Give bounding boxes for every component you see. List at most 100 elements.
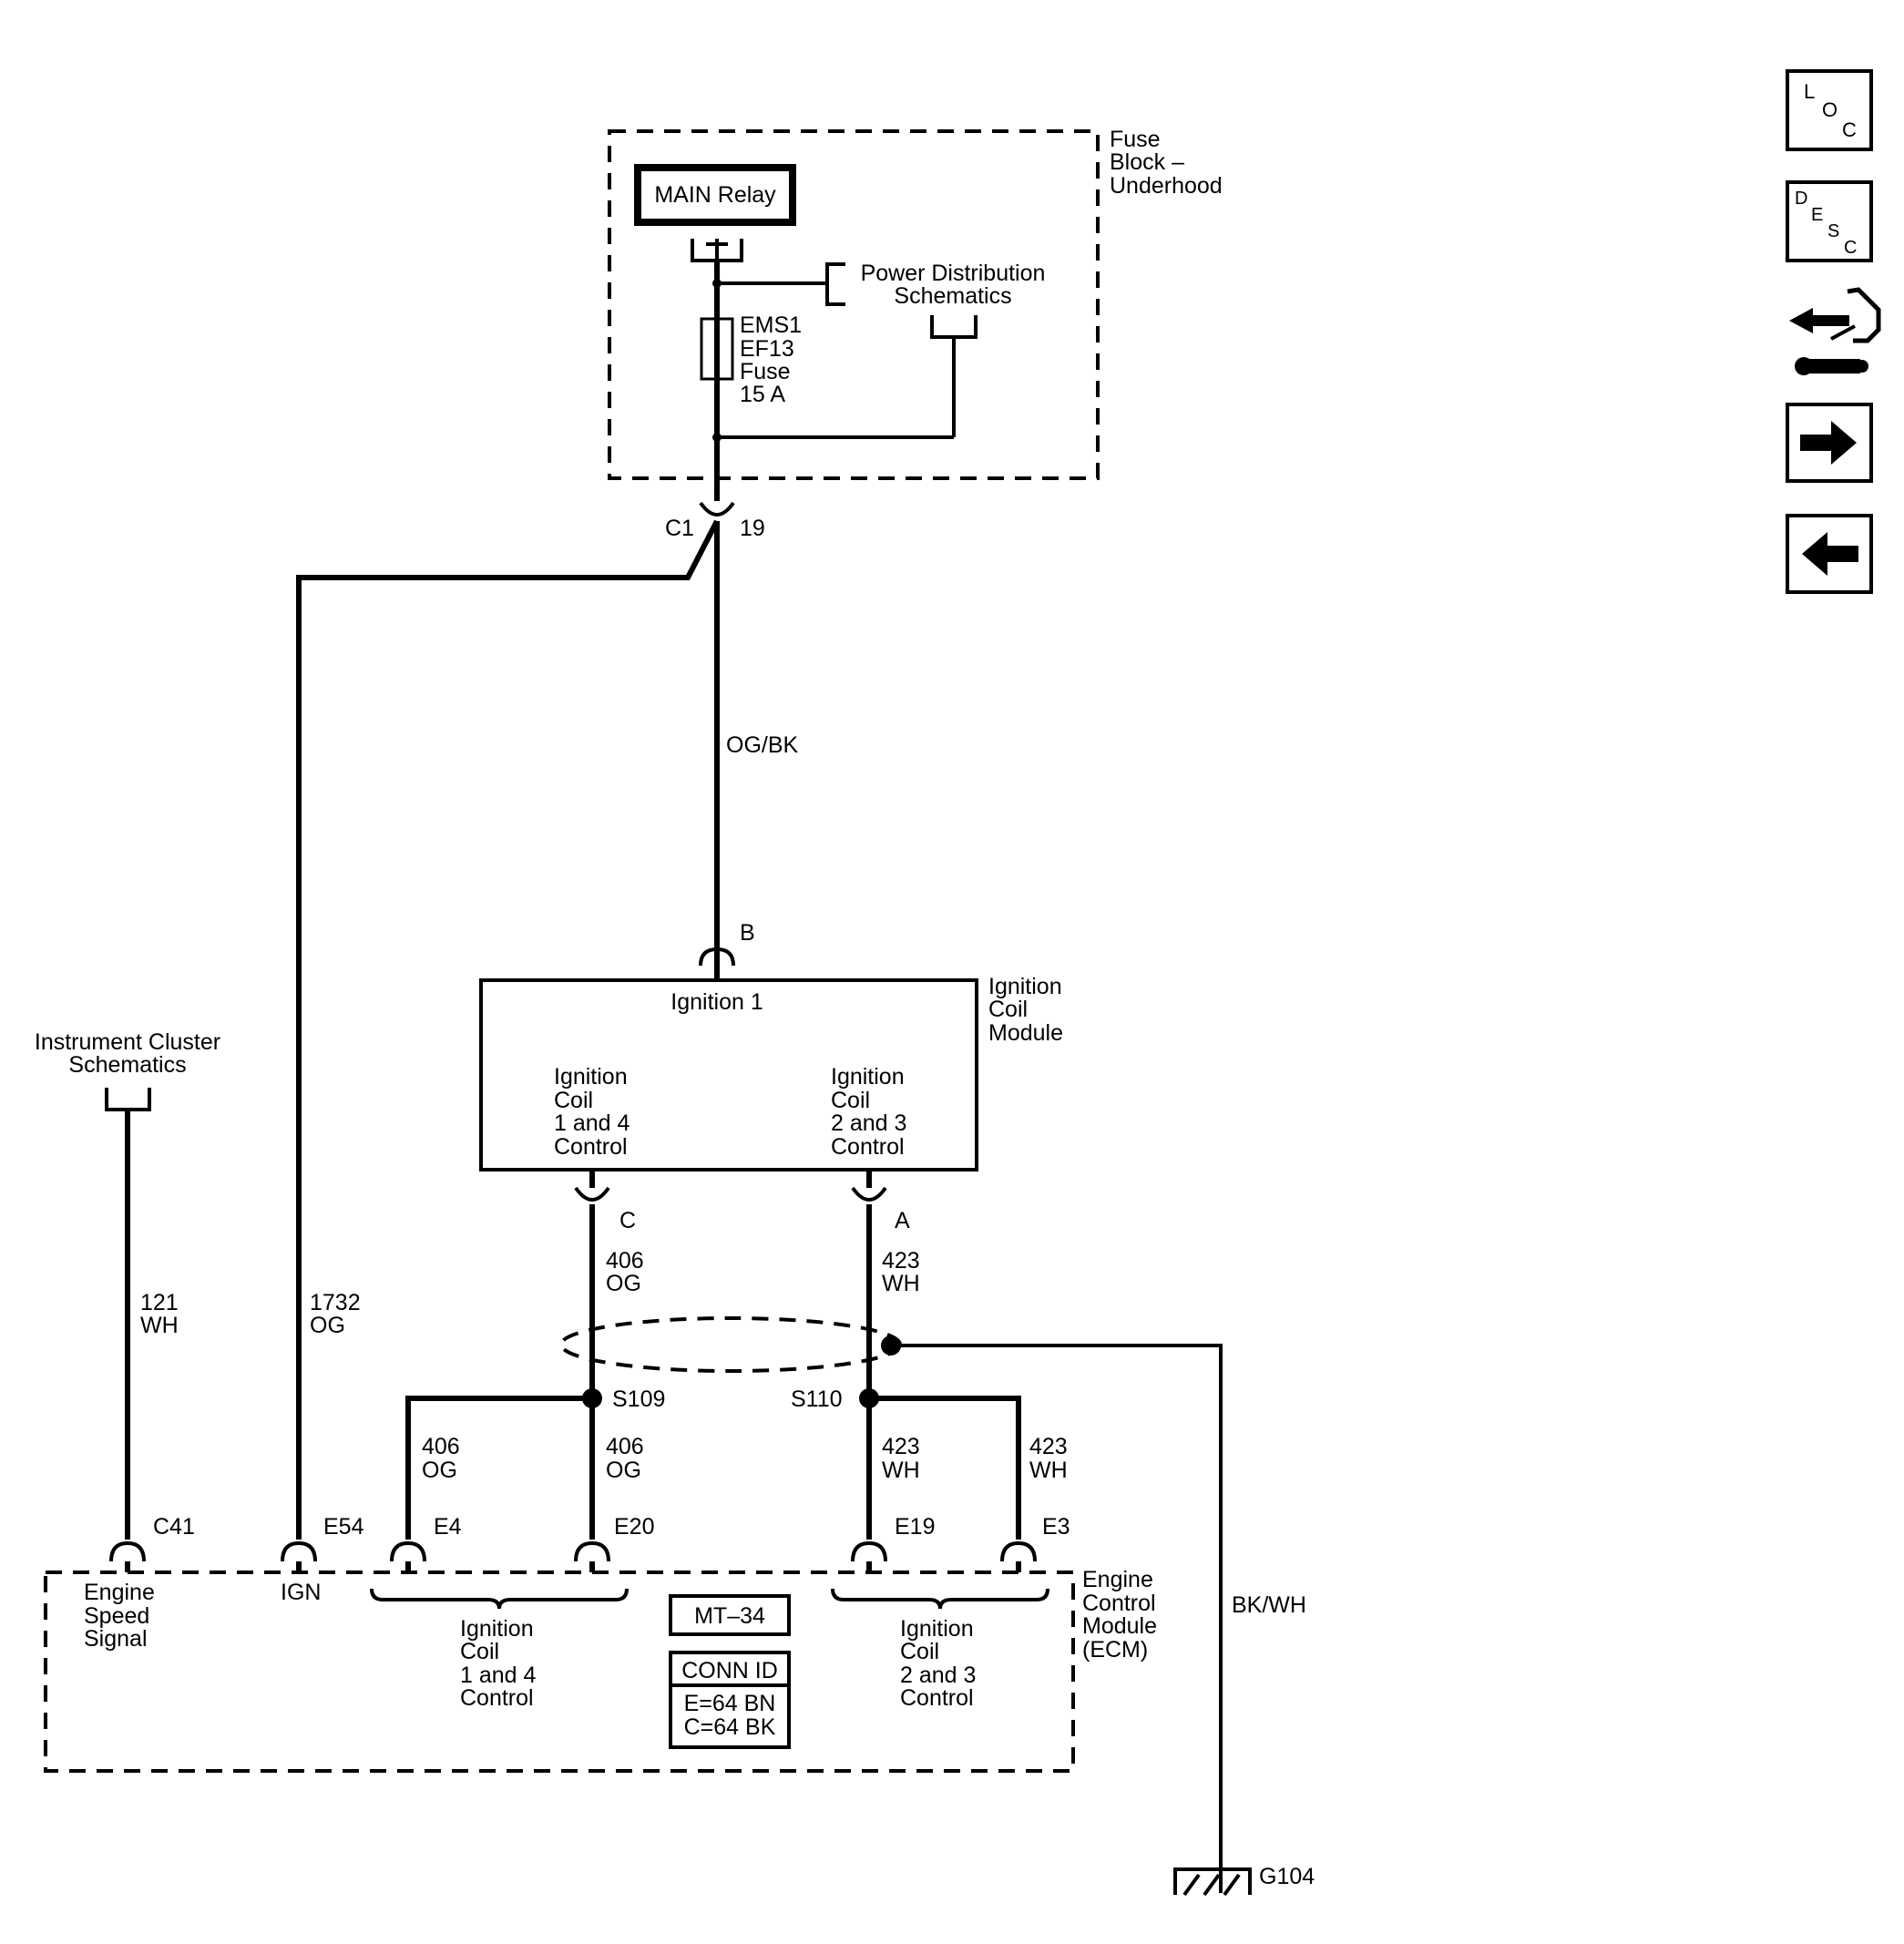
coil-module-title-2: Coil xyxy=(988,997,1028,1022)
ecm-coil23-4: Control xyxy=(900,1685,974,1711)
conn-id-line-1: E=64 BN xyxy=(684,1691,776,1716)
fuse-block: Fuse Block – Underhood MAIN Relay EMS1 E… xyxy=(608,127,1223,501)
coil-right-1: Ignition xyxy=(831,1064,905,1090)
w406-top-2: OG xyxy=(606,1271,641,1296)
coil-right-4: Control xyxy=(831,1134,905,1160)
coil-pin-a-label: A xyxy=(895,1208,910,1233)
coil-ignition-label: Ignition 1 xyxy=(670,989,763,1015)
main-relay-label: MAIN Relay xyxy=(654,182,776,208)
desc-s: S xyxy=(1827,221,1839,241)
coil-right-3: 2 and 3 xyxy=(831,1110,906,1136)
back-button[interactable] xyxy=(1786,514,1873,594)
arrow-left-icon xyxy=(1802,532,1858,576)
ecm-speed-2: Speed xyxy=(84,1603,149,1629)
ecm-coil14-3: 1 and 4 xyxy=(460,1663,537,1688)
shield-ellipse xyxy=(559,1316,902,1373)
w423-top-1: 423 xyxy=(882,1248,920,1274)
ground-symbol xyxy=(1173,1867,1252,1895)
loc-o: O xyxy=(1822,98,1837,121)
instrument-cluster-line-2: Schematics xyxy=(68,1052,186,1078)
wire-1732-og xyxy=(296,519,720,1540)
power-dist-line-1: Power Distribution xyxy=(861,261,1046,286)
conn-id-label: CONN ID xyxy=(681,1658,778,1683)
instrument-cluster: Instrument Cluster Schematics 121 WH 173… xyxy=(35,1029,361,1540)
loc-l: L xyxy=(1804,80,1815,103)
c1-pin-label: 19 xyxy=(740,516,765,541)
c1-pin-19 xyxy=(699,501,735,517)
coil-module-title-1: Ignition xyxy=(988,974,1062,999)
fuse-label-1: EMS1 xyxy=(740,312,802,338)
conn-id-line-2: C=64 BK xyxy=(684,1714,776,1740)
splice-s110-label: S110 xyxy=(791,1386,843,1412)
desc-c: C xyxy=(1844,238,1857,258)
w406-top-1: 406 xyxy=(606,1248,644,1274)
w1732-2: OG xyxy=(310,1313,345,1338)
coil-pin-c xyxy=(574,1186,610,1202)
wire-bk-wh-label: BK/WH xyxy=(1232,1592,1306,1618)
coil-pin-b-label: B xyxy=(740,920,755,946)
fuse-block-boundary xyxy=(608,129,1100,480)
ecm-brace-coil14 xyxy=(370,1588,629,1610)
w406-right-2: OG xyxy=(606,1458,641,1483)
desc-d: D xyxy=(1795,189,1807,209)
wire-og-bk-label: OG/BK xyxy=(726,732,799,758)
fuse-label-4: 15 A xyxy=(740,382,785,407)
desc-button[interactable]: D E S C xyxy=(1786,180,1873,262)
coil-left-4: Control xyxy=(554,1134,628,1160)
ignition-coil-module: B Ignition 1 Ignition Coil Module Igniti… xyxy=(479,920,1063,1233)
coil-left-3: 1 and 4 xyxy=(554,1110,630,1136)
power-dist-line-2: Schematics xyxy=(894,283,1011,309)
w423-right-1: 423 xyxy=(1029,1434,1068,1459)
w121-1: 121 xyxy=(140,1290,179,1315)
ecm-coil23-3: 2 and 3 xyxy=(900,1663,976,1688)
coil-left-1: Ignition xyxy=(554,1064,628,1090)
conn-id-box xyxy=(669,1651,791,1749)
instrument-cluster-line-1: Instrument Cluster xyxy=(35,1029,220,1055)
connector-c1: C1 19 OG/BK xyxy=(296,501,799,1540)
ecm-coil14-2: Coil xyxy=(460,1639,499,1664)
ecm-boundary xyxy=(44,1571,1075,1773)
power-dist-terminal-bottom xyxy=(930,315,978,339)
ecm-title-4: (ECM) xyxy=(1082,1637,1148,1663)
w423-top-2: WH xyxy=(882,1271,920,1296)
c1-label: C1 xyxy=(665,516,694,541)
ecm-coil23-1: Ignition xyxy=(900,1616,974,1642)
loc-button[interactable]: L O C xyxy=(1786,69,1873,151)
w406-left-2: OG xyxy=(422,1458,457,1483)
ecm-speed-1: Engine xyxy=(84,1580,155,1605)
nav-buttons: L O C D E S C xyxy=(1786,69,1881,594)
coil-control-wires: 406 OG 423 WH BK/WH S109 S110 406 OG 406… xyxy=(405,1204,1306,1893)
w121-2: WH xyxy=(140,1313,179,1338)
w406-left-1: 406 xyxy=(422,1434,460,1459)
ecm-coil23-2: Coil xyxy=(900,1639,939,1664)
ecm-ign: IGN xyxy=(281,1580,321,1605)
coil-pin-c-label: C xyxy=(619,1208,636,1233)
ecm-pin-e20-label: E20 xyxy=(614,1514,654,1540)
coil-left-2: Coil xyxy=(554,1088,593,1113)
ecm-pin-e3 xyxy=(1000,1540,1037,1562)
connector-wrench-icon[interactable] xyxy=(1789,287,1881,375)
coil-module-box xyxy=(479,978,978,1172)
mt-label: MT–34 xyxy=(694,1603,765,1629)
power-dist-terminal-left xyxy=(825,262,845,306)
ecm-brace-coil23 xyxy=(831,1588,1049,1610)
coil-pin-a xyxy=(851,1186,887,1202)
ecm-title-1: Engine xyxy=(1082,1567,1153,1592)
ecm-speed-3: Signal xyxy=(84,1626,148,1652)
instrument-cluster-terminal xyxy=(105,1088,151,1111)
ground-g104: G104 xyxy=(1173,1864,1315,1897)
wire-bk-wh xyxy=(891,1344,1223,1893)
next-button[interactable] xyxy=(1786,403,1873,483)
ecm-title-3: Module xyxy=(1082,1613,1157,1639)
desc-e: E xyxy=(1811,205,1823,225)
ecm-pin-e19-label: E19 xyxy=(895,1514,935,1540)
w423-left-1: 423 xyxy=(882,1434,920,1459)
w423-right-2: WH xyxy=(1029,1458,1068,1483)
fuse-block-title-1: Fuse xyxy=(1110,127,1161,152)
wire-406-branch xyxy=(405,1396,592,1540)
coil-right-2: Coil xyxy=(831,1088,870,1113)
ecm-pin-c41-label: C41 xyxy=(153,1514,195,1540)
ecm-coil14-1: Ignition xyxy=(460,1616,534,1642)
ecm-pin-e19 xyxy=(851,1540,887,1562)
